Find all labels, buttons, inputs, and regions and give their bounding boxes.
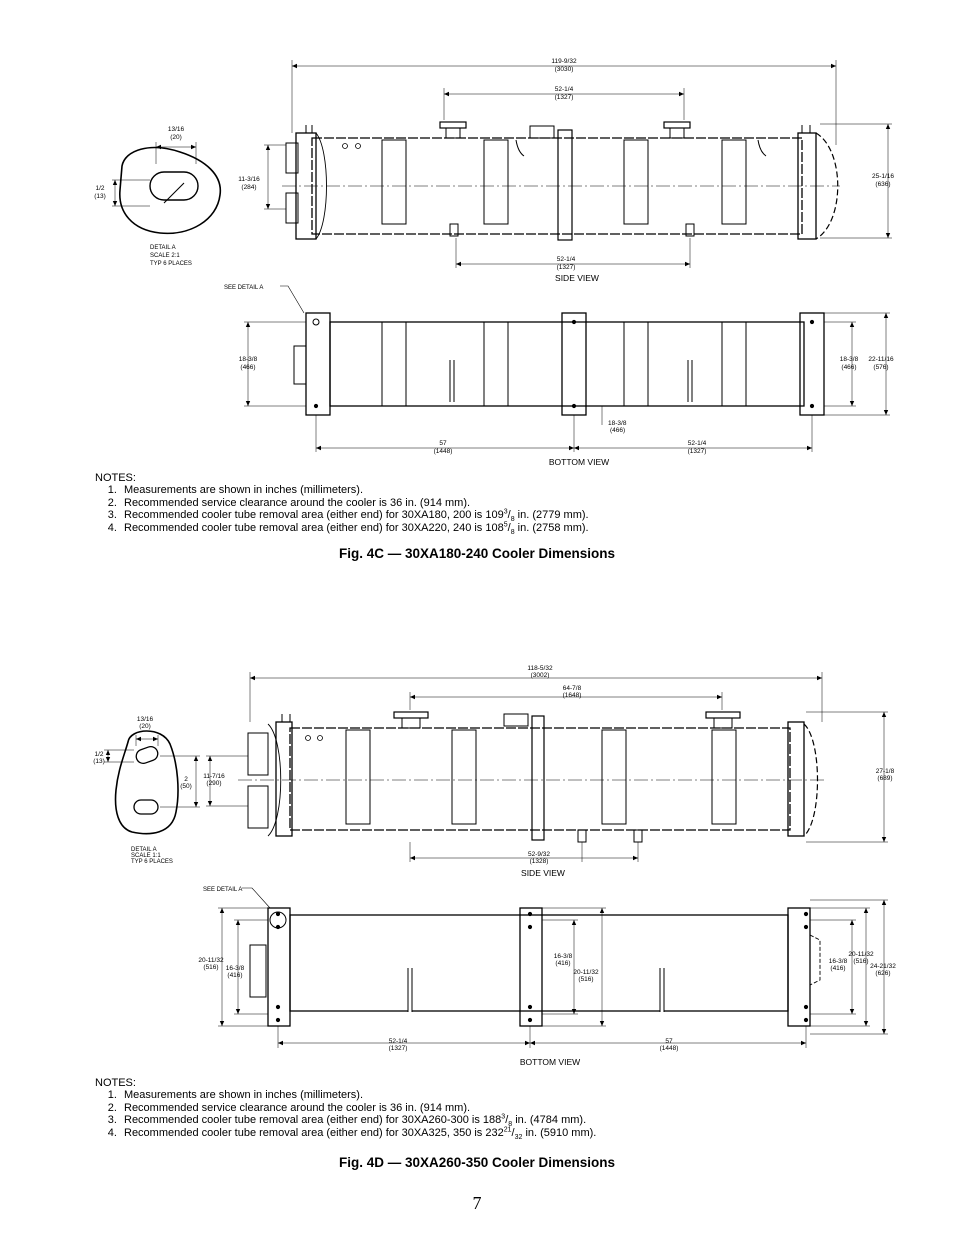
dim-bottom-support-span: 57: [439, 440, 447, 447]
dim-detail-width-mm: (20): [139, 723, 151, 730]
fig4c-drawing: [112, 60, 892, 452]
dim-overall-length-mm: (3030): [555, 66, 574, 73]
fig4c-detail-a: [112, 142, 222, 235]
dim-bottom-left-outer-mm: (516): [203, 964, 218, 971]
dim-detail-height: 1/2: [94, 751, 103, 758]
dim-bottom-right-outer-mm: (576): [873, 364, 888, 371]
dim-overall-length-mm: (3002): [531, 672, 550, 679]
dim-detail-width: 13/16: [137, 716, 154, 723]
fig4d-bottom-view: [218, 887, 888, 1048]
detail-title: DETAIL A: [150, 245, 176, 251]
note-item: Recommended service clearance around the…: [120, 497, 589, 509]
fig4c-side-view: [264, 60, 892, 268]
figure-caption: Fig. 4C — 30XA180-240 Cooler Dimensions: [338, 546, 616, 561]
side-view-label: SIDE VIEW: [521, 868, 565, 878]
dim-bottom-left-span-mm: (1327): [389, 1045, 408, 1052]
bottom-view-label: BOTTOM VIEW: [520, 1057, 580, 1067]
fig4c-notes: NOTES: Measurements are shown in inches …: [95, 472, 589, 536]
note-item: Recommended cooler tube removal area (ei…: [120, 1126, 596, 1141]
dim-top-nozzle-span-mm: (1327): [555, 94, 574, 101]
dim-overall-length: 119-9/32: [551, 58, 577, 65]
dim-overall-height-mm: (636): [875, 181, 890, 188]
dim-bottom-left-span: 52-1/4: [389, 1038, 408, 1045]
dim-bottom-left-height: 18-3/8: [239, 356, 258, 363]
dim-flange-height-mm: (284): [241, 184, 256, 191]
detail-scale: SCALE 2:1: [150, 253, 180, 259]
detail-typ: TYP 6 PLACES: [131, 859, 173, 865]
dim-bottom-right-outer: 24-21/32: [870, 963, 896, 970]
dim-detail-spacing: 2: [184, 776, 188, 783]
dim-bottom-right-span-mm: (1327): [688, 448, 707, 455]
dim-bottom-right-inner-mm: (466): [841, 364, 856, 371]
dim-detail-height-mm: (13): [93, 758, 105, 765]
dim-bottom-right-span: 52-1/4: [688, 440, 707, 447]
dim-detail-height: 1/2: [95, 185, 104, 192]
dim-top-nozzle-span: 64-7/8: [563, 685, 582, 692]
dim-top-nozzle-span-mm: (1648): [563, 692, 582, 699]
dim-bottom-right-span-mm: (1448): [660, 1045, 679, 1052]
dim-bottom-center-outer: 20-11/32: [573, 969, 599, 976]
dim-bottom-right-span: 57: [665, 1038, 673, 1045]
dim-detail-spacing-mm: (50): [180, 783, 192, 790]
note-item: Recommended cooler tube removal area (ei…: [120, 1114, 596, 1129]
fig4d-notes: NOTES: Measurements are shown in inches …: [95, 1077, 596, 1141]
dim-detail-width-mm: (20): [170, 134, 182, 141]
dim-bottom-support-span-mm: (1448): [434, 448, 453, 455]
dim-detail-width: 13/16: [168, 126, 185, 133]
dim-bottom-center-height: 18-3/8: [608, 420, 627, 427]
dim-detail-height-mm: (13): [94, 193, 106, 200]
side-view-label: SIDE VIEW: [555, 273, 599, 283]
dim-bottom-nozzle-span-mm: (1328): [530, 858, 549, 865]
dim-bottom-nozzle-span: 52-9/32: [528, 851, 550, 858]
dim-bottom-left-height-mm: (466): [240, 364, 255, 371]
dim-bottom-right-mid-mm: (516): [853, 958, 868, 965]
dim-top-nozzle-span: 52-1/4: [555, 86, 574, 93]
dim-bottom-right-outer-mm: (626): [875, 970, 890, 977]
dim-bottom-left-inner: 16-3/8: [226, 965, 245, 972]
dim-bottom-nozzle-span-mm: (1327): [557, 264, 576, 271]
detail-typ: TYP 6 PLACES: [150, 261, 192, 267]
note-item: Recommended cooler tube removal area (ei…: [120, 521, 589, 536]
dim-flange-height-mm: (290): [206, 780, 221, 787]
dim-bottom-center-inner-mm: (416): [555, 960, 570, 967]
see-detail-label: SEE DETAIL A: [224, 285, 263, 291]
dim-bottom-right-mid: 20-11/32: [848, 951, 874, 958]
see-detail-label: SEE DETAIL A: [203, 887, 242, 893]
fig4d-drawing: [104, 672, 888, 1048]
notes-header: NOTES:: [95, 472, 136, 484]
dim-flange-height: 11-7/16: [203, 773, 225, 780]
bottom-view-label: BOTTOM VIEW: [549, 457, 609, 467]
dim-overall-height: 25-1/16: [872, 173, 894, 180]
detail-scale: SCALE 1:1: [131, 853, 161, 859]
note-item: Recommended cooler tube removal area (ei…: [120, 509, 589, 524]
detail-title: DETAIL A: [131, 847, 157, 853]
dim-bottom-right-outer: 22-11/16: [868, 356, 894, 363]
dim-bottom-center-inner: 16-3/8: [554, 953, 573, 960]
dim-bottom-left-inner-mm: (416): [227, 972, 242, 979]
fig4d-side-view: [206, 672, 888, 862]
dim-bottom-center-height-mm: (466): [610, 427, 625, 434]
page-number: 7: [472, 1193, 482, 1213]
note-item: Measurements are shown in inches (millim…: [120, 484, 589, 496]
dim-bottom-right-inner-mm: (416): [830, 965, 845, 972]
dim-flange-height: 11-3/16: [238, 176, 260, 183]
note-item: Recommended service clearance around the…: [120, 1102, 596, 1114]
dim-overall-height: 27-1/8: [876, 768, 895, 775]
dim-bottom-center-outer-mm: (516): [578, 976, 593, 983]
dim-overall-height-mm: (689): [877, 775, 892, 782]
notes-header: NOTES:: [95, 1077, 136, 1089]
dim-overall-length: 118-5/32: [527, 665, 553, 672]
fig4c-bottom-view: [244, 285, 890, 452]
dim-bottom-right-inner: 16-3/8: [829, 958, 848, 965]
dim-bottom-right-inner: 18-3/8: [840, 356, 859, 363]
note-item: Measurements are shown in inches (millim…: [120, 1089, 596, 1101]
fig4d-detail-a: [104, 730, 200, 835]
figure-caption: Fig. 4D — 30XA260-350 Cooler Dimensions: [338, 1155, 616, 1170]
dim-bottom-nozzle-span: 52-1/4: [557, 256, 576, 263]
dim-bottom-left-outer: 20-11/32: [198, 957, 224, 964]
